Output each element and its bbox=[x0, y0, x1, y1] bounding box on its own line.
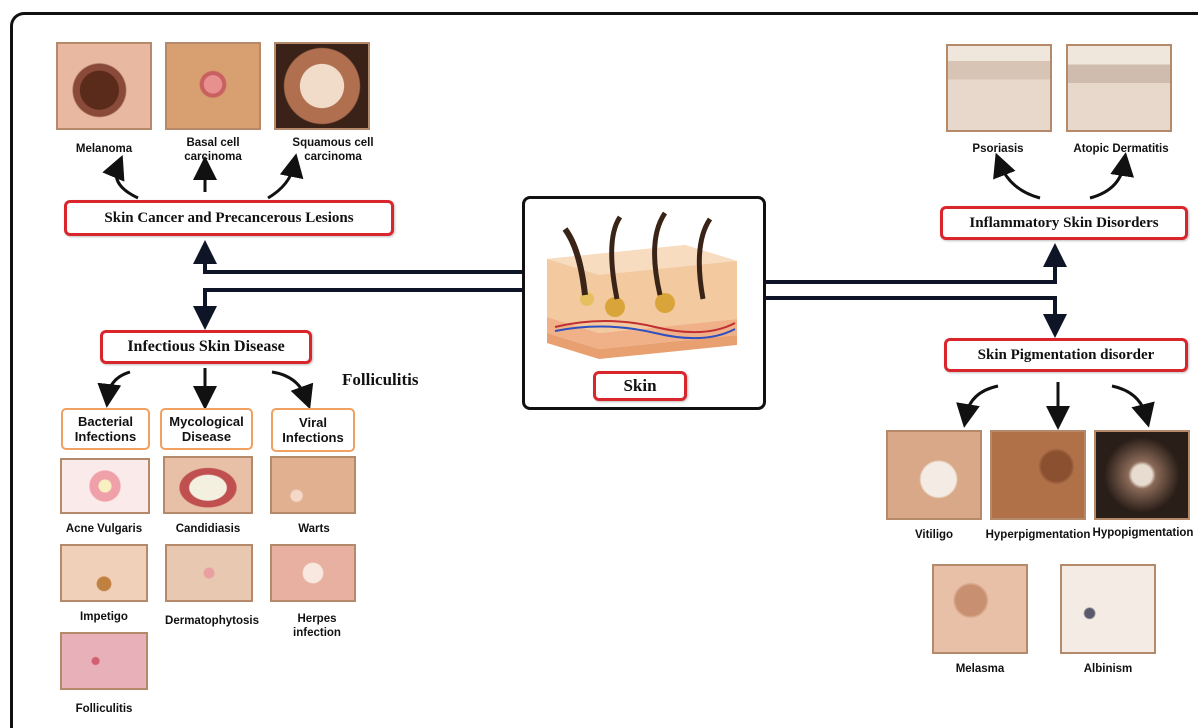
warts-image bbox=[270, 456, 356, 514]
candidiasis-label: Candidiasis bbox=[158, 522, 258, 536]
herpes-infection-image bbox=[270, 544, 356, 602]
squamous-cell-carcinoma-label: Squamous cell carcinoma bbox=[278, 136, 388, 164]
hypopigmentation-image bbox=[1094, 430, 1190, 520]
melanoma-label: Melanoma bbox=[56, 142, 152, 156]
pigmentation-category: Skin Pigmentation disorder bbox=[944, 338, 1188, 372]
mycological-disease-box: Mycological Disease bbox=[160, 408, 253, 450]
impetigo-label: Impetigo bbox=[54, 610, 154, 624]
dermatophytosis-label: Dermatophytosis bbox=[150, 614, 274, 628]
melasma-label: Melasma bbox=[926, 662, 1034, 676]
line-to-cancer bbox=[205, 252, 522, 272]
albinism-image bbox=[1060, 564, 1156, 654]
vitiligo-image bbox=[886, 430, 982, 520]
bacterial-infections-box: Bacterial Infections bbox=[61, 408, 150, 450]
hyperpigmentation-image bbox=[990, 430, 1086, 520]
basal-cell-carcinoma-label: Basal cell carcinoma bbox=[160, 136, 266, 164]
hyperpigmentation-label: Hyperpigmentation bbox=[978, 528, 1098, 542]
basal-cell-carcinoma-image bbox=[165, 42, 261, 130]
atopic-dermatitis-label: Atopic Dermatitis bbox=[1056, 142, 1186, 156]
folliculitis-floating-label: Folliculitis bbox=[342, 370, 419, 390]
impetigo-image bbox=[60, 544, 148, 602]
line-to-pigmentation bbox=[766, 298, 1055, 326]
line-to-inflammatory bbox=[766, 255, 1055, 282]
melanoma-image bbox=[56, 42, 152, 130]
dermatophytosis-image bbox=[165, 544, 253, 602]
herpes-infection-label: Herpes infection bbox=[282, 612, 352, 640]
psoriasis-image bbox=[946, 44, 1052, 132]
skin-center-box: Skin bbox=[522, 196, 766, 410]
inflammatory-category: Inflammatory Skin Disorders bbox=[940, 206, 1188, 240]
squamous-cell-carcinoma-image bbox=[274, 42, 370, 130]
candidiasis-image bbox=[163, 456, 253, 514]
warts-label: Warts bbox=[266, 522, 362, 536]
acne-vulgaris-label: Acne Vulgaris bbox=[54, 522, 154, 536]
line-to-infectious bbox=[205, 290, 522, 318]
atopic-dermatitis-image bbox=[1066, 44, 1172, 132]
infectious-category: Infectious Skin Disease bbox=[100, 330, 312, 364]
viral-infections-box: Viral Infections bbox=[271, 408, 355, 452]
psoriasis-label: Psoriasis bbox=[944, 142, 1052, 156]
hypopigmentation-label: Hypopigmentation bbox=[1088, 526, 1198, 540]
folliculitis-label: Folliculitis bbox=[54, 702, 154, 716]
melasma-image bbox=[932, 564, 1028, 654]
albinism-label: Albinism bbox=[1054, 662, 1162, 676]
folliculitis-image bbox=[60, 632, 148, 690]
vitiligo-label: Vitiligo bbox=[880, 528, 988, 542]
skin-cancer-category: Skin Cancer and Precancerous Lesions bbox=[64, 200, 394, 236]
skin-label: Skin bbox=[593, 371, 687, 401]
acne-vulgaris-image bbox=[60, 458, 150, 514]
